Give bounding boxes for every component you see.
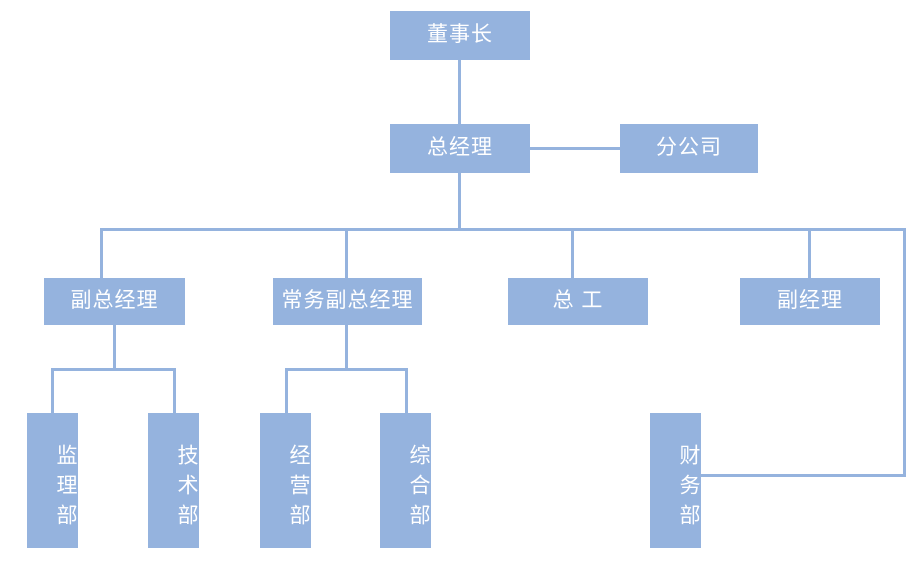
- connector-bus-drop-deputy-manager: [808, 228, 811, 278]
- connector-deputy-gm-bus: [51, 368, 176, 371]
- node-chairman[interactable]: 董事长: [390, 11, 530, 60]
- node-supervision-dept[interactable]: 监理部: [27, 413, 78, 548]
- connector-bus-drop-exec-deputy-gm: [345, 228, 348, 278]
- node-technology-dept[interactable]: 技术部: [148, 413, 199, 548]
- node-operations-dept[interactable]: 经营部: [260, 413, 311, 548]
- connector-bus-drop-chief-engineer: [571, 228, 574, 278]
- connector-right-run-finance: [700, 474, 906, 477]
- connector-drop-supervision-dept: [51, 368, 54, 414]
- connector-exec-deputy-gm-bus: [285, 368, 408, 371]
- node-executive-deputy-gm[interactable]: 常务副总经理: [273, 278, 422, 325]
- connector-drop-technology-dept: [173, 368, 176, 414]
- connector-deputy-gm-drop: [113, 325, 116, 370]
- connector-bus-drop-deputy-gm: [100, 228, 103, 278]
- node-branch-company[interactable]: 分公司: [620, 124, 758, 173]
- node-deputy-manager[interactable]: 副经理: [740, 278, 880, 325]
- connector-main-bus: [100, 228, 906, 231]
- connector-chairman-to-gm: [458, 60, 461, 124]
- connector-gm-drop: [458, 173, 461, 229]
- connector-right-riser-finance: [903, 228, 906, 477]
- connector-drop-general-affairs-dept: [405, 368, 408, 414]
- connector-drop-operations-dept: [285, 368, 288, 414]
- node-deputy-gm[interactable]: 副总经理: [44, 278, 185, 325]
- node-general-affairs-dept[interactable]: 综合部: [380, 413, 431, 548]
- connector-gm-to-branch: [530, 147, 620, 150]
- node-general-manager[interactable]: 总经理: [390, 124, 530, 173]
- connector-exec-deputy-gm-drop: [345, 325, 348, 370]
- node-chief-engineer[interactable]: 总 工: [508, 278, 648, 325]
- node-finance-dept[interactable]: 财务部: [650, 413, 701, 548]
